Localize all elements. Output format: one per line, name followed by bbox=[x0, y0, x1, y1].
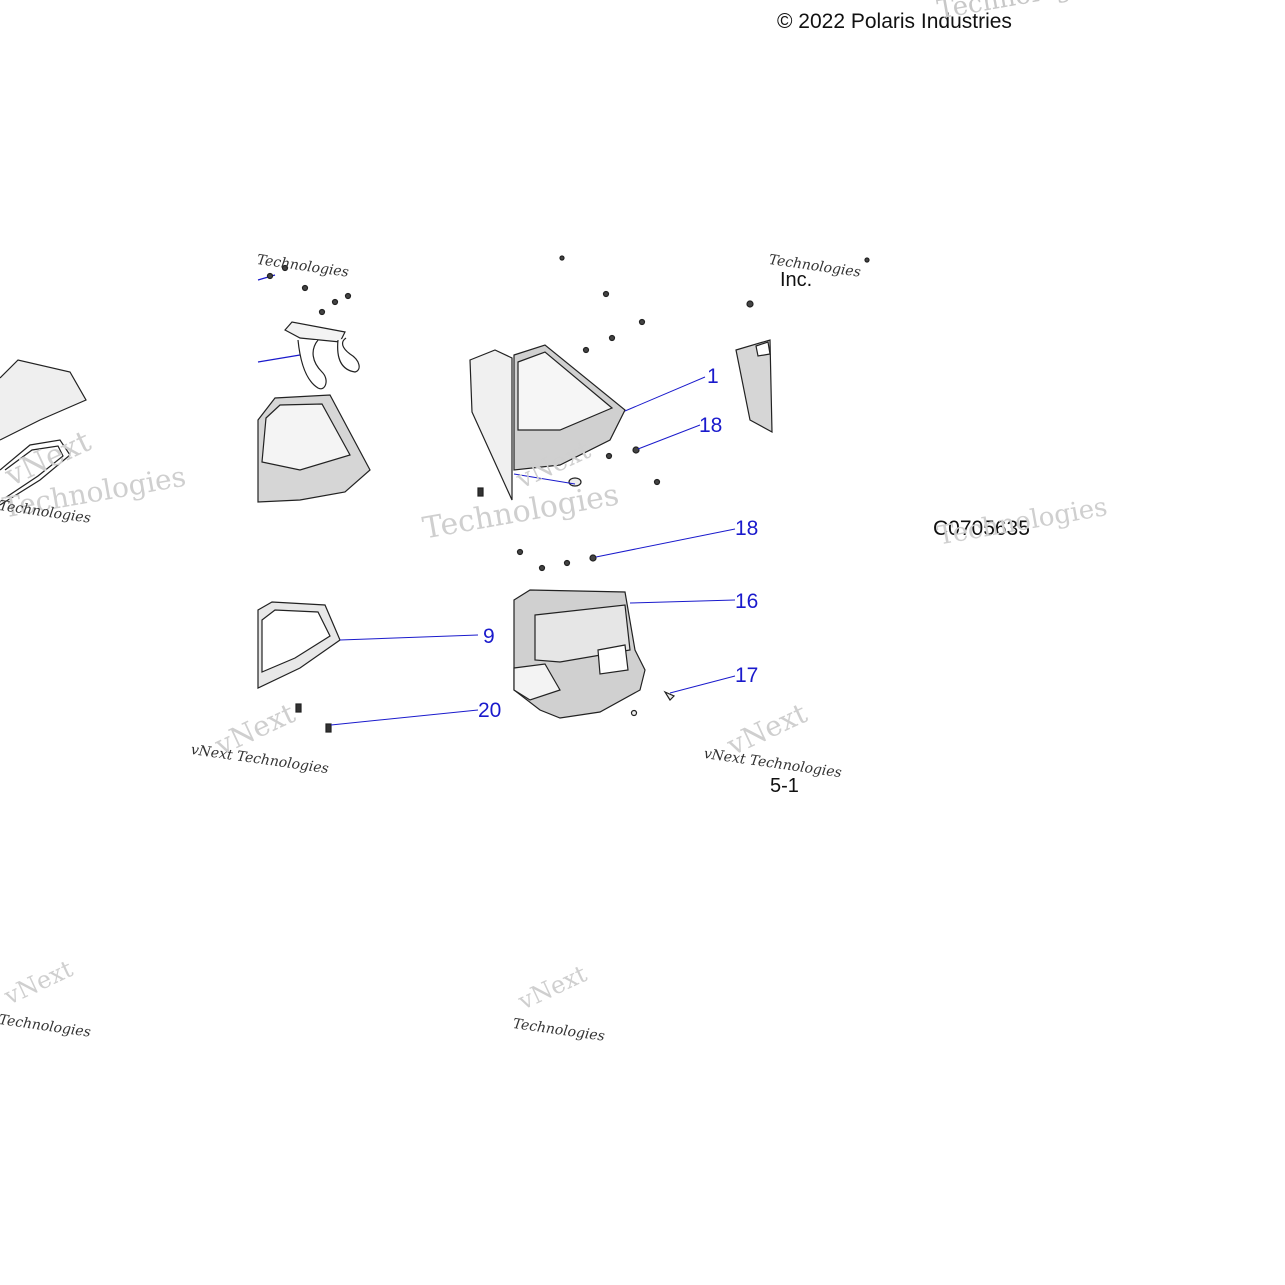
callout-9: 9 bbox=[483, 625, 495, 648]
page-fragment: 5-1 bbox=[770, 775, 799, 797]
seat-fragment bbox=[0, 359, 87, 506]
callout-16: 16 bbox=[735, 590, 758, 613]
part-16-housing bbox=[513, 548, 676, 719]
part-1-tray bbox=[513, 255, 870, 487]
figure-code: C0705635 bbox=[933, 517, 1030, 540]
body-panel-group bbox=[257, 264, 513, 503]
callout-20: 20 bbox=[478, 699, 501, 722]
leader-lines bbox=[330, 376, 736, 726]
callout-18-lower: 18 bbox=[735, 517, 758, 540]
callout-1: 1 bbox=[707, 365, 719, 388]
callout-17: 17 bbox=[735, 664, 758, 687]
callout-18-upper: 18 bbox=[699, 414, 722, 437]
copyright-fragment: Inc. bbox=[780, 269, 813, 291]
copyright-text: © 2022 Polaris Industries bbox=[777, 10, 1012, 33]
part-9-seat-pan bbox=[257, 601, 341, 733]
